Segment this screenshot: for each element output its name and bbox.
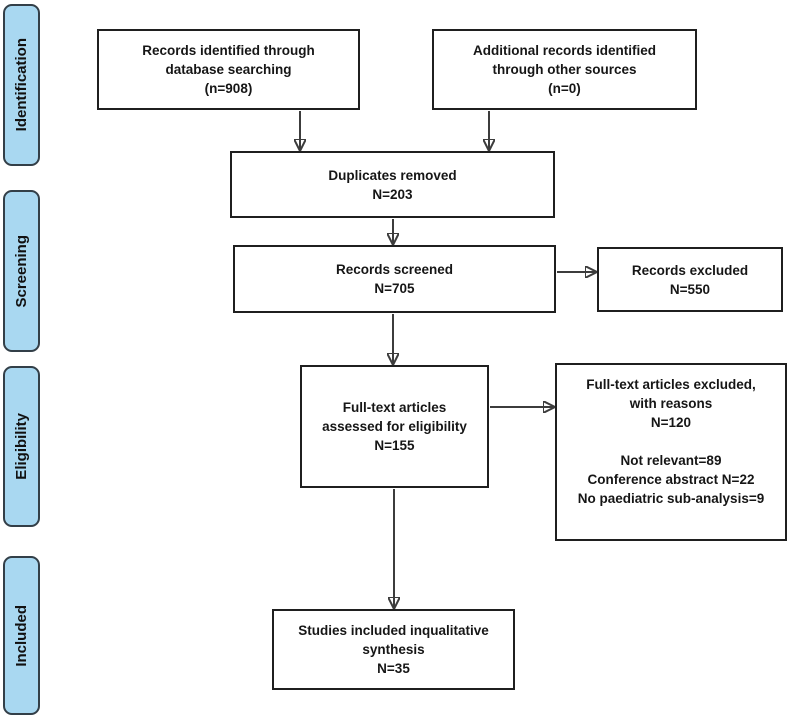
phase-tab-label: Included [13,604,30,667]
box-text-line: assessed for eligibility [322,419,467,434]
box-fulltext-excluded: Full-text articles excluded, with reason… [555,363,787,541]
box-text-line: No paediatric sub-analysis=9 [577,491,765,506]
box-text-line: N=120 [650,415,692,430]
box-fulltext-assessed: Full-text articles assessed for eligibil… [300,365,489,488]
box-text-line: N=550 [669,281,711,297]
box-studies-included: Studies included inqualitative synthesis… [272,609,515,690]
box-text-spacer [557,432,785,451]
phase-tab-label: Screening [13,234,30,308]
box-text-line: N=35 [377,661,410,676]
box-text-line: Records screened [335,262,454,277]
box-text-line: N=705 [374,281,415,296]
box-text-line: (n=0) [548,81,581,96]
box-text-line: (n=908) [204,81,253,96]
phase-tab-screening: Screening [3,190,40,352]
box-text-line: Records excluded [631,262,749,278]
box-text-line: Full-text articles [342,400,447,415]
box-text-line: with reasons [629,396,713,411]
box-text-line: through other sources [492,62,637,77]
box-text-line: N=203 [372,186,413,202]
box-records-screened: Records screened N=705 [233,245,556,313]
box-text-line: N=155 [374,438,415,453]
box-text-line: Conference abstract N=22 [587,472,755,487]
box-text-line: Studies included inqualitative [298,623,489,638]
phase-tab-identification: Identification [3,4,40,166]
box-text-line: Duplicates removed [328,167,457,183]
phase-tab-eligibility: Eligibility [3,366,40,527]
box-records-excluded: Records excluded N=550 [597,247,783,312]
box-additional-records: Additional records identified through ot… [432,29,697,110]
box-text-line: Full-text articles excluded, [586,377,756,392]
phase-tab-included: Included [3,556,40,715]
box-text-line: Not relevant=89 [620,453,722,468]
box-records-identified: Records identified through database sear… [97,29,360,110]
box-duplicates-removed: Duplicates removed N=203 [230,151,555,218]
phase-tab-label: Identification [13,38,30,132]
box-text-line: synthesis [362,642,425,657]
box-text-line: database searching [165,62,292,77]
box-text-line: Records identified through [142,43,315,58]
phase-tab-label: Eligibility [13,413,30,480]
box-text-line: Additional records identified [472,43,656,58]
